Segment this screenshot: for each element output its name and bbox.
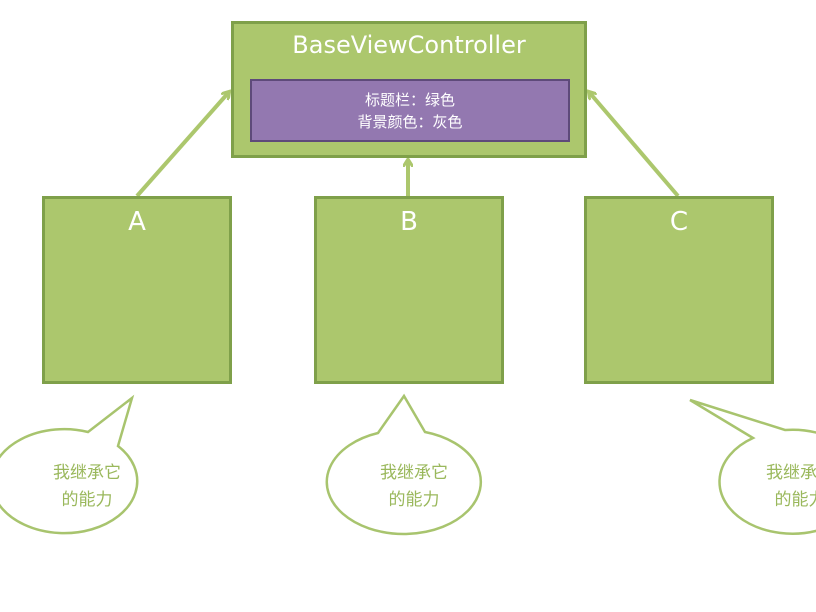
speech-bubble-right: [689, 398, 816, 535]
arrow-c-to-base: [589, 92, 680, 198]
bubble-center-line1: 我继承它: [380, 463, 448, 483]
child-label-c: C: [669, 207, 689, 237]
child-label-b: B: [400, 207, 418, 237]
base-properties-box: 标题栏：绿色 背景颜色：灰色: [250, 79, 570, 142]
speech-bubble-center: [325, 393, 483, 536]
property-background-color: 背景颜色：灰色: [357, 112, 463, 131]
child-label-a: A: [128, 207, 146, 237]
bubble-center-line2: 的能力: [388, 490, 440, 510]
child-box-c: C: [584, 196, 774, 384]
bubble-left-line1: 我继承它: [53, 463, 121, 483]
property-title-bar: 标题栏：绿色: [364, 90, 455, 109]
child-box-a: A: [42, 196, 232, 384]
base-class-title: BaseViewController: [292, 31, 526, 59]
bubble-text-left: 我继承它 的能力: [27, 460, 147, 514]
bubble-right-line2: 的能力: [774, 490, 816, 510]
bubble-right-line1: 我继承它: [766, 463, 816, 483]
speech-bubble-left: [0, 394, 139, 535]
arrow-a-to-base: [135, 92, 229, 198]
bubble-text-right: 我继承它 的能力: [740, 460, 816, 514]
bubble-text-center: 我继承它 的能力: [354, 460, 474, 514]
child-box-b: B: [314, 196, 504, 384]
bubble-left-line2: 的能力: [61, 490, 113, 510]
base-view-controller-box: BaseViewController 标题栏：绿色 背景颜色：灰色: [231, 21, 587, 158]
